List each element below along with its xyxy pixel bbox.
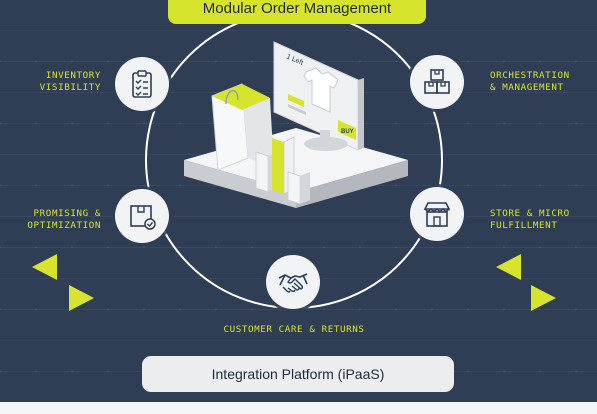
orchestration-label: ORCHESTRATION & MANAGEMENT — [490, 70, 570, 93]
orchestration-node — [410, 55, 464, 109]
inventory-visibility-node — [115, 57, 169, 111]
store-fulfillment-label: STORE & MICRO FULFILLMENT — [490, 208, 570, 231]
promising-optimization-node — [115, 189, 169, 243]
triangle-left-icon — [496, 254, 521, 280]
page-title: Modular Order Management — [168, 0, 426, 24]
ecommerce-illustration: BUY 1 Left — [184, 41, 408, 208]
integration-platform-text: Integration Platform (iPaaS) — [211, 366, 385, 382]
clipboard-checklist-icon — [132, 70, 152, 98]
bottom-strip — [0, 402, 597, 414]
box-check-icon — [130, 205, 156, 230]
triangle-right-icon — [69, 285, 94, 311]
triangle-left-icon — [32, 254, 57, 280]
integration-platform-bar: Integration Platform (iPaaS) — [142, 356, 454, 392]
promising-optimization-label: PROMISING & OPTIMIZATION — [27, 208, 101, 231]
stacked-boxes-icon — [424, 69, 450, 94]
inventory-visibility-label: INVENTORY VISIBILITY — [39, 70, 101, 93]
buy-label: BUY — [341, 129, 354, 135]
customer-care-node — [266, 255, 320, 309]
customer-care-label: CUSTOMER CARE & RETURNS — [223, 324, 365, 335]
handshake-icon — [278, 273, 308, 293]
storefront-icon — [423, 202, 451, 227]
page-title-text: Modular Order Management — [202, 0, 392, 17]
store-fulfillment-node — [410, 187, 464, 241]
triangle-right-icon — [531, 285, 556, 311]
